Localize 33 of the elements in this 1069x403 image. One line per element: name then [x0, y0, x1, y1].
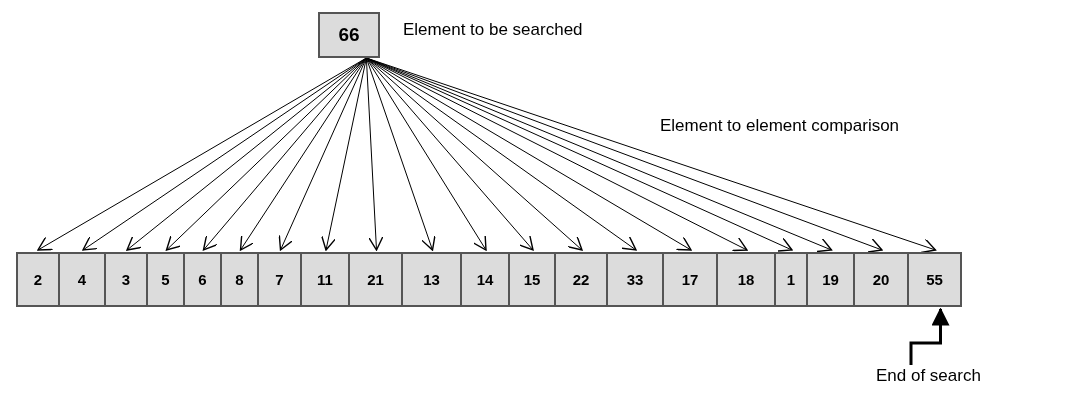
array-cell: 55 — [909, 252, 962, 307]
comparison-arrow — [365, 57, 384, 251]
array-cell: 21 — [350, 252, 403, 307]
comparison-arrow — [202, 57, 367, 251]
end-note: End of search — [876, 366, 981, 386]
array-cell: 7 — [259, 252, 302, 307]
leader-arrow — [909, 307, 950, 365]
array-cell: 3 — [106, 252, 148, 307]
array-cell: 20 — [855, 252, 909, 307]
comparison-note: Element to element comparison — [660, 116, 900, 136]
comparison-arrow — [365, 57, 487, 251]
search-key-box: 66 — [318, 12, 380, 58]
array-cell: 19 — [808, 252, 855, 307]
array-cell: 15 — [510, 252, 556, 307]
array-cell: 33 — [608, 252, 664, 307]
array-cell: 6 — [185, 252, 222, 307]
array-cell: 22 — [556, 252, 608, 307]
array-cell: 4 — [60, 252, 106, 307]
array-cell: 2 — [16, 252, 60, 307]
comparison-arrow — [365, 57, 436, 251]
array-cell: 8 — [222, 252, 259, 307]
array-cell: 1 — [776, 252, 808, 307]
array-cell: 11 — [302, 252, 350, 307]
comparison-arrow — [239, 57, 367, 251]
array-cell: 18 — [718, 252, 776, 307]
comparison-arrow — [165, 57, 367, 251]
comparison-arrow — [321, 57, 367, 251]
key-caption: Element to be searched — [403, 20, 583, 40]
array-cell: 14 — [462, 252, 510, 307]
array-cell: 17 — [664, 252, 718, 307]
array-cell: 5 — [148, 252, 185, 307]
array-cell: 13 — [403, 252, 462, 307]
comparison-arrow — [278, 57, 367, 251]
